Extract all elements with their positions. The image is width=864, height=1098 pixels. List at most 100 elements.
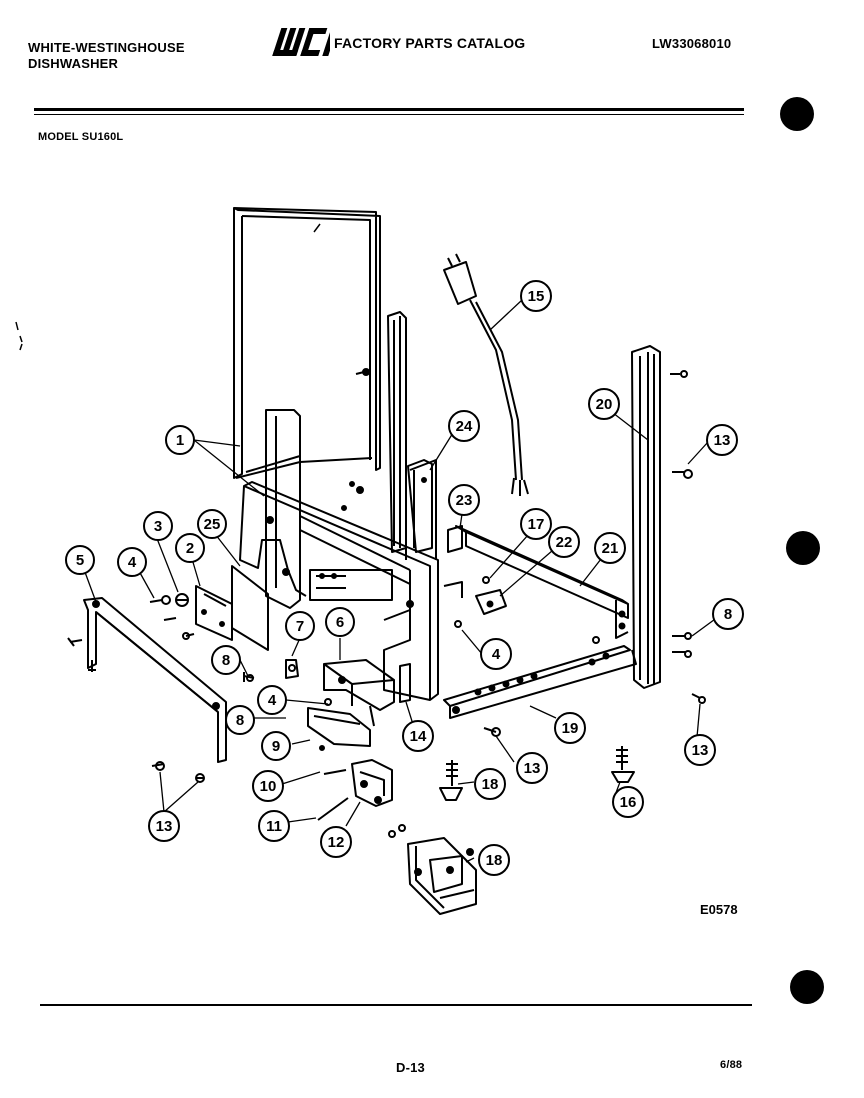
callout-9: 9 bbox=[261, 731, 291, 761]
wci-logo bbox=[272, 28, 330, 56]
bracket-24 bbox=[407, 459, 433, 553]
callout-17: 17 bbox=[520, 508, 552, 540]
model-label: MODEL SU160L bbox=[38, 131, 124, 143]
left-bottom-screws bbox=[151, 761, 205, 783]
switch-assembly-12 bbox=[317, 745, 393, 821]
binder-hole-middle bbox=[786, 531, 820, 565]
svg-text:18: 18 bbox=[482, 776, 499, 793]
svg-text:12: 12 bbox=[328, 834, 345, 851]
svg-text:13: 13 bbox=[156, 818, 173, 835]
catalog-title: FACTORY PARTS CATALOG bbox=[334, 35, 526, 51]
callout-13b: 13 bbox=[706, 424, 738, 456]
svg-text:4: 4 bbox=[128, 554, 137, 571]
left-screws bbox=[149, 593, 332, 706]
callout-2: 2 bbox=[175, 533, 205, 563]
callout-14: 14 bbox=[402, 720, 434, 752]
svg-text:21: 21 bbox=[602, 540, 619, 557]
center-screws bbox=[443, 576, 490, 628]
svg-text:20: 20 bbox=[596, 396, 613, 413]
rear-right-post bbox=[355, 311, 407, 553]
fitting-7 bbox=[285, 659, 299, 679]
page-number: D-13 bbox=[396, 1060, 425, 1075]
callout-24: 24 bbox=[448, 410, 480, 442]
brand-line-1: WHITE-WESTINGHOUSE bbox=[28, 40, 185, 55]
svg-text:6: 6 bbox=[336, 614, 344, 631]
catalog-code: LW33068010 bbox=[652, 36, 732, 51]
callout-13d: 13 bbox=[684, 734, 716, 766]
callout-21: 21 bbox=[594, 532, 626, 564]
svg-text:4: 4 bbox=[492, 646, 501, 663]
svg-text:1: 1 bbox=[176, 432, 184, 449]
right-screws bbox=[483, 370, 706, 737]
svg-text:22: 22 bbox=[556, 534, 573, 551]
callout-8a: 8 bbox=[211, 645, 241, 675]
callout-18a: 18 bbox=[474, 768, 506, 800]
left-front-rail bbox=[67, 597, 227, 763]
svg-text:18: 18 bbox=[486, 852, 503, 869]
terminal-block-9 bbox=[307, 705, 375, 747]
callouts: 1 2 3 4 5 25 7 6 8 4 8 9 10 11 12 13 14 … bbox=[65, 280, 744, 876]
callout-25: 25 bbox=[197, 509, 227, 539]
svg-text:23: 23 bbox=[456, 492, 473, 509]
callout-3: 3 bbox=[143, 511, 173, 541]
svg-text:25: 25 bbox=[204, 516, 221, 533]
callout-6: 6 bbox=[325, 607, 355, 637]
callout-23: 23 bbox=[448, 484, 480, 516]
right-lower-rail-19 bbox=[443, 636, 637, 719]
callout-11: 11 bbox=[258, 810, 290, 842]
main-base-frame bbox=[239, 409, 439, 701]
callout-7: 7 bbox=[285, 611, 315, 641]
power-cord-15 bbox=[443, 253, 529, 496]
svg-text:5: 5 bbox=[76, 552, 84, 569]
header-rule-top bbox=[34, 108, 744, 111]
callout-4b: 4 bbox=[257, 685, 287, 715]
bracket-14 bbox=[399, 663, 411, 703]
svg-text:2: 2 bbox=[186, 540, 194, 557]
svg-text:8: 8 bbox=[222, 652, 230, 669]
svg-text:7: 7 bbox=[296, 618, 304, 635]
side-post-20 bbox=[631, 345, 661, 689]
svg-text:9: 9 bbox=[272, 738, 280, 755]
svg-text:17: 17 bbox=[528, 516, 545, 533]
footer-rule bbox=[40, 1004, 752, 1006]
scan-marks bbox=[15, 223, 321, 351]
svg-text:16: 16 bbox=[620, 794, 637, 811]
svg-text:15: 15 bbox=[528, 288, 545, 305]
svg-text:13: 13 bbox=[524, 760, 541, 777]
svg-text:19: 19 bbox=[562, 720, 579, 737]
callout-1: 1 bbox=[165, 425, 195, 455]
callout-16: 16 bbox=[612, 786, 644, 818]
leveler-assembly bbox=[388, 824, 477, 915]
leveling-leg-16 bbox=[611, 746, 635, 783]
hinge-bracket-2 bbox=[195, 585, 233, 641]
svg-text:3: 3 bbox=[154, 518, 162, 535]
callout-5: 5 bbox=[65, 545, 95, 575]
tub-front-frame bbox=[233, 207, 381, 479]
binder-hole-bottom bbox=[790, 970, 824, 1004]
callout-19: 19 bbox=[554, 712, 586, 744]
callout-20: 20 bbox=[588, 388, 620, 420]
binder-hole-top bbox=[780, 97, 814, 131]
callout-12: 12 bbox=[320, 826, 352, 858]
bracket-22 bbox=[475, 589, 507, 615]
bracket-23 bbox=[447, 525, 463, 553]
svg-text:24: 24 bbox=[456, 418, 473, 435]
callout-13c: 13 bbox=[516, 752, 548, 784]
leveling-leg-18 bbox=[439, 760, 463, 801]
callout-10: 10 bbox=[252, 770, 284, 802]
callout-4c: 4 bbox=[480, 638, 512, 670]
callout-4a: 4 bbox=[117, 547, 147, 577]
hinge-bracket-25 bbox=[231, 565, 269, 651]
switch-cover-6 bbox=[323, 659, 395, 711]
brand-line-2: DISHWASHER bbox=[28, 56, 119, 71]
callout-18b: 18 bbox=[478, 844, 510, 876]
svg-text:8: 8 bbox=[236, 712, 244, 729]
svg-text:10: 10 bbox=[260, 778, 277, 795]
diagram-code: E0578 bbox=[700, 902, 738, 917]
revision-date: 6/88 bbox=[720, 1059, 743, 1071]
svg-text:13: 13 bbox=[714, 432, 731, 449]
svg-text:14: 14 bbox=[410, 728, 427, 745]
callout-13a: 13 bbox=[148, 810, 180, 842]
callout-8b: 8 bbox=[225, 705, 255, 735]
